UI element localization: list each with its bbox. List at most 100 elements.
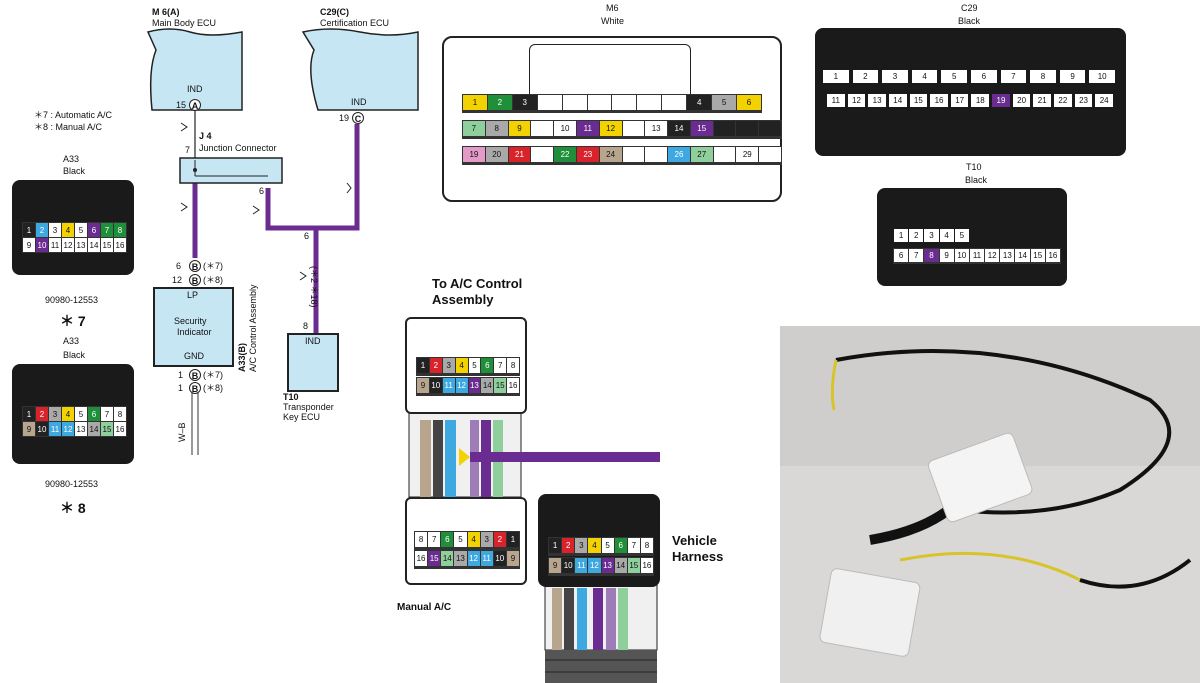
connector-pin: 5 [601, 538, 614, 553]
wb-label: W–B [177, 422, 187, 442]
manual-ac-label: Manual A/C [397, 602, 452, 613]
connector-pin: 2 [36, 223, 48, 237]
connector-pin: 2 [909, 229, 924, 242]
connector-pin: 15 [1030, 249, 1045, 262]
b-pin-6: 6 [176, 261, 182, 271]
m6-title: M6 [606, 3, 619, 13]
connector-pin [736, 121, 759, 136]
connector-pin: 9 [508, 121, 531, 136]
m6-pin-label: IND [187, 84, 203, 94]
connector-pin: 12 [985, 249, 1000, 262]
connector-pin: 13 [1000, 249, 1015, 262]
connector-pin: 6 [481, 358, 494, 373]
connector-pin: 15 [101, 238, 113, 252]
connector-pin: 12 [599, 121, 622, 136]
connector-pin: 2 [36, 407, 48, 421]
b-gnd-note-7: (＊7) [203, 370, 223, 380]
connector-pin: 1 [23, 223, 35, 237]
connector-pin: 2 [562, 538, 575, 553]
connector-pin: 3 [882, 70, 908, 83]
to-ac-line-1: To A/C Control [432, 276, 523, 291]
connector-pin: 9 [939, 249, 954, 262]
b-gnd-pin-1b: 1 [178, 383, 184, 393]
security-indicator-box [153, 287, 234, 367]
si-name-1: Security [174, 316, 207, 326]
connector-pin: 8 [640, 538, 653, 553]
connector-pin: 12 [455, 378, 468, 393]
connector-pin: 2 [429, 358, 442, 373]
connector-pin: 4 [62, 223, 74, 237]
connector-pin: 4 [588, 538, 601, 553]
connector-pin: 7 [494, 358, 507, 373]
connector-pin: 6 [737, 95, 761, 110]
connector-pin: 4 [911, 70, 938, 83]
connector-pin: 10 [554, 121, 576, 136]
connector-pin: 16 [1045, 249, 1060, 262]
b-pin-12: 12 [172, 275, 183, 285]
t10-color: Black [965, 175, 988, 185]
connector-pin: 13 [75, 238, 87, 252]
connector-pin: 13 [468, 378, 481, 393]
connector-pin: 9 [23, 422, 35, 436]
connector-pin: 10 [36, 238, 48, 252]
connector-pin: 15 [690, 121, 713, 136]
m6-connector-letter: A [189, 99, 201, 111]
connector-pin: 9 [1059, 70, 1086, 83]
j4-pin-7: 7 [185, 145, 191, 155]
t10-pin: 8 [303, 321, 309, 331]
connector-pin: 15 [494, 378, 507, 393]
connector-pin [662, 95, 687, 110]
b-gnd-pin-1a: 1 [178, 370, 184, 380]
junction-connector-box [179, 157, 283, 184]
certification-ecu-shape [301, 28, 419, 111]
b-letter-top1: B [189, 260, 201, 272]
connector-pin: 15 [627, 558, 640, 573]
vehicle-line-2: Harness [672, 549, 724, 564]
connector-pin: 3 [480, 532, 493, 547]
connector-pin: 6 [88, 223, 100, 237]
connector-pin [645, 147, 668, 162]
connector-pin: 16 [640, 558, 653, 573]
b-letter-top2: B [189, 274, 201, 286]
connector-pin: 10 [562, 558, 575, 573]
connector-pin: 14 [668, 121, 690, 136]
connector-pin: 12 [467, 551, 480, 566]
connector-pin: 11 [827, 94, 845, 107]
connector-pin: 14 [1015, 249, 1030, 262]
connector-pin: 7 [909, 249, 924, 262]
m6-color: White [601, 16, 625, 26]
connector-pin: 7 [428, 532, 441, 547]
connector-pin: 1 [417, 358, 429, 373]
connector-pin: 16 [415, 551, 428, 566]
connector-pin: 6 [894, 249, 909, 262]
connector-pin: 8 [485, 121, 508, 136]
connector-pin: 15 [101, 422, 113, 436]
connector-pin: 5 [75, 223, 87, 237]
wire-pin-6: 6 [304, 231, 310, 241]
connector-pin: 7 [101, 223, 113, 237]
connector-pin [612, 95, 637, 110]
connector-pin: 12 [62, 238, 74, 252]
connector-pin: 23 [576, 147, 599, 162]
connector-pin: 12 [588, 558, 601, 573]
connector-pin: 5 [468, 358, 481, 373]
connector-pin: 3 [49, 407, 61, 421]
connector-pin: 4 [687, 95, 712, 110]
connector-pin: 5 [454, 532, 467, 547]
m6-code: M 6(A) [152, 7, 180, 17]
t10-name-1: Transponder [283, 402, 334, 412]
connector-pin: 6 [441, 532, 454, 547]
connector-pin: 11 [480, 551, 493, 566]
a33-bottom-part-no: 90980-12553 [45, 479, 99, 489]
connector-pin [713, 147, 736, 162]
connector-pin: 3 [512, 95, 537, 110]
m6-pin: 15 [176, 100, 187, 110]
